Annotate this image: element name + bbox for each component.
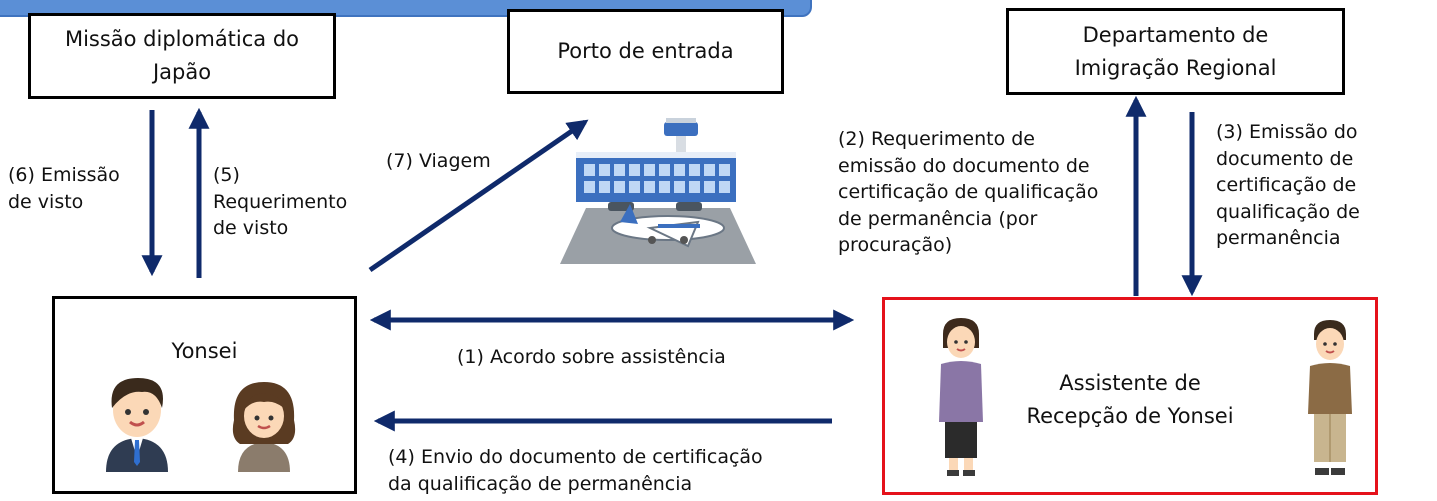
label-5-line1: (5) [213,164,240,186]
node-yonsei-label: Yonsei [171,339,238,363]
label-4-line2: da qualificação de permanência [388,472,693,495]
node-missao-line2: Japão [152,60,212,84]
label-1-acordo: (1) Acordo sobre assistência [457,344,726,371]
label-3-line1: (3) Emissão do [1216,121,1358,143]
older-woman-illustration [939,318,983,476]
label-6-emissao-visto: (6) Emissão de visto [8,162,120,215]
node-departamento-line1: Departamento de [1082,22,1269,47]
node-porto-entrada: Porto de entrada [507,9,784,94]
node-missao-diplomatica: Missão diplomática do Japão [28,13,336,99]
node-assistente-line1: Assistente de [1059,371,1201,395]
node-assistente-line2: Recepção de Yonsei [1026,404,1234,428]
label-2-line1: (2) Requerimento de [838,128,1035,150]
label-7-text: (7) Viagem [386,150,491,172]
label-2-line2: emissão do documento de [838,154,1090,177]
node-missao-line1: Missão diplomática do [64,27,300,51]
label-3-line4: qualificação de [1216,200,1360,223]
label-2-line3: certificação de qualificação [838,181,1099,203]
older-man-illustration [1308,320,1352,475]
airport-illustration [560,118,756,264]
label-4-line1: (4) Envio do documento de certificação [388,446,763,468]
label-5-line3: de visto [213,217,289,239]
label-3-line5: permanência [1216,227,1341,249]
label-2-line4: de permanência (por [838,207,1038,230]
label-1-text: (1) Acordo sobre assistência [457,346,726,368]
node-porto-label: Porto de entrada [557,39,734,63]
node-departamento-imigracao: Departamento de Imigração Regional [1006,8,1345,95]
node-departamento-line2: Imigração Regional [1074,55,1277,80]
arrow-7-viagem [368,119,589,273]
label-3-emissao: (3) Emissão do documento de certificação… [1216,119,1360,252]
label-2-line5: procuração) [838,234,953,256]
young-man-illustration [106,378,168,472]
node-yonsei: Yonsei [52,296,357,494]
label-3-line3: certificação de [1216,174,1357,196]
label-6-line2: de visto [8,190,84,213]
label-3-line2: documento de [1216,147,1354,170]
label-4-envio: (4) Envio do documento de certificação d… [388,444,763,497]
label-5-requerimento-visto: (5) Requerimento de visto [213,162,347,242]
label-7-viagem: (7) Viagem [386,148,491,175]
label-6-line1: (6) Emissão [8,164,120,186]
label-2-requerimento: (2) Requerimento de emissão do documento… [838,126,1098,259]
young-woman-illustration [232,382,296,472]
label-5-line2: Requerimento [213,190,348,213]
